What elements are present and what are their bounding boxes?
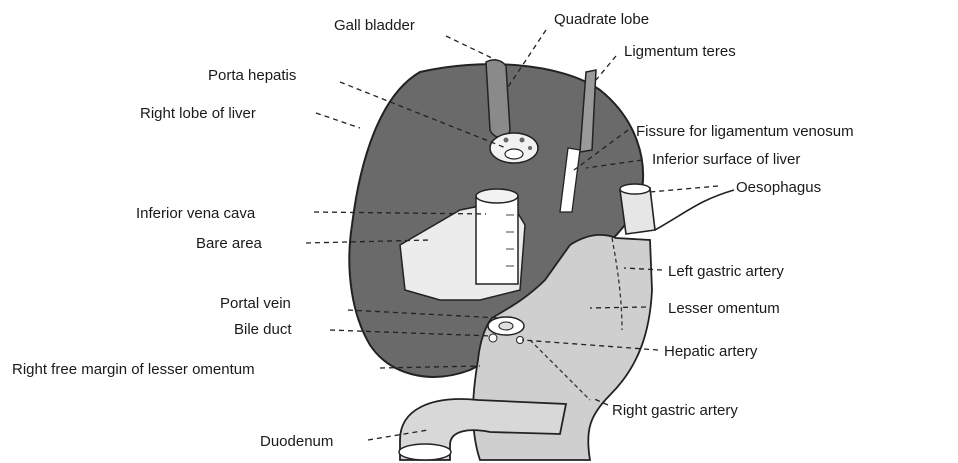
label-ligamentum-teres: Ligmentum teres: [624, 43, 736, 60]
label-left-gastric-artery: Left gastric artery: [668, 263, 784, 280]
label-lesser-omentum: Lesser omentum: [668, 300, 780, 317]
label-duodenum: Duodenum: [260, 433, 333, 450]
label-porta-hepatis: Porta hepatis: [208, 67, 296, 84]
label-gall-bladder: Gall bladder: [334, 17, 415, 34]
label-portal-vein: Portal vein: [220, 295, 291, 312]
label-inferior-surface: Inferior surface of liver: [652, 151, 800, 168]
bile-duct-shape: [489, 334, 497, 342]
label-oesophagus: Oesophagus: [736, 179, 821, 196]
label-right-free-margin: Right free margin of lesser omentum: [12, 361, 255, 378]
label-bile-duct: Bile duct: [234, 321, 292, 338]
label-fissure-lig-venosum: Fissure for ligamentum venosum: [636, 123, 854, 140]
label-quadrate-lobe: Quadrate lobe: [554, 11, 649, 28]
inferior-vena-cava-shape: [476, 189, 518, 284]
label-right-lobe: Right lobe of liver: [140, 105, 256, 122]
oesophagus-shape: [620, 188, 655, 234]
gall-bladder-shape: [486, 60, 510, 138]
label-bare-area: Bare area: [196, 235, 263, 252]
label-inferior-vena-cava: Inferior vena cava: [136, 205, 256, 222]
label-hepatic-artery: Hepatic artery: [664, 343, 758, 360]
label-right-gastric-artery: Right gastric artery: [612, 402, 738, 419]
